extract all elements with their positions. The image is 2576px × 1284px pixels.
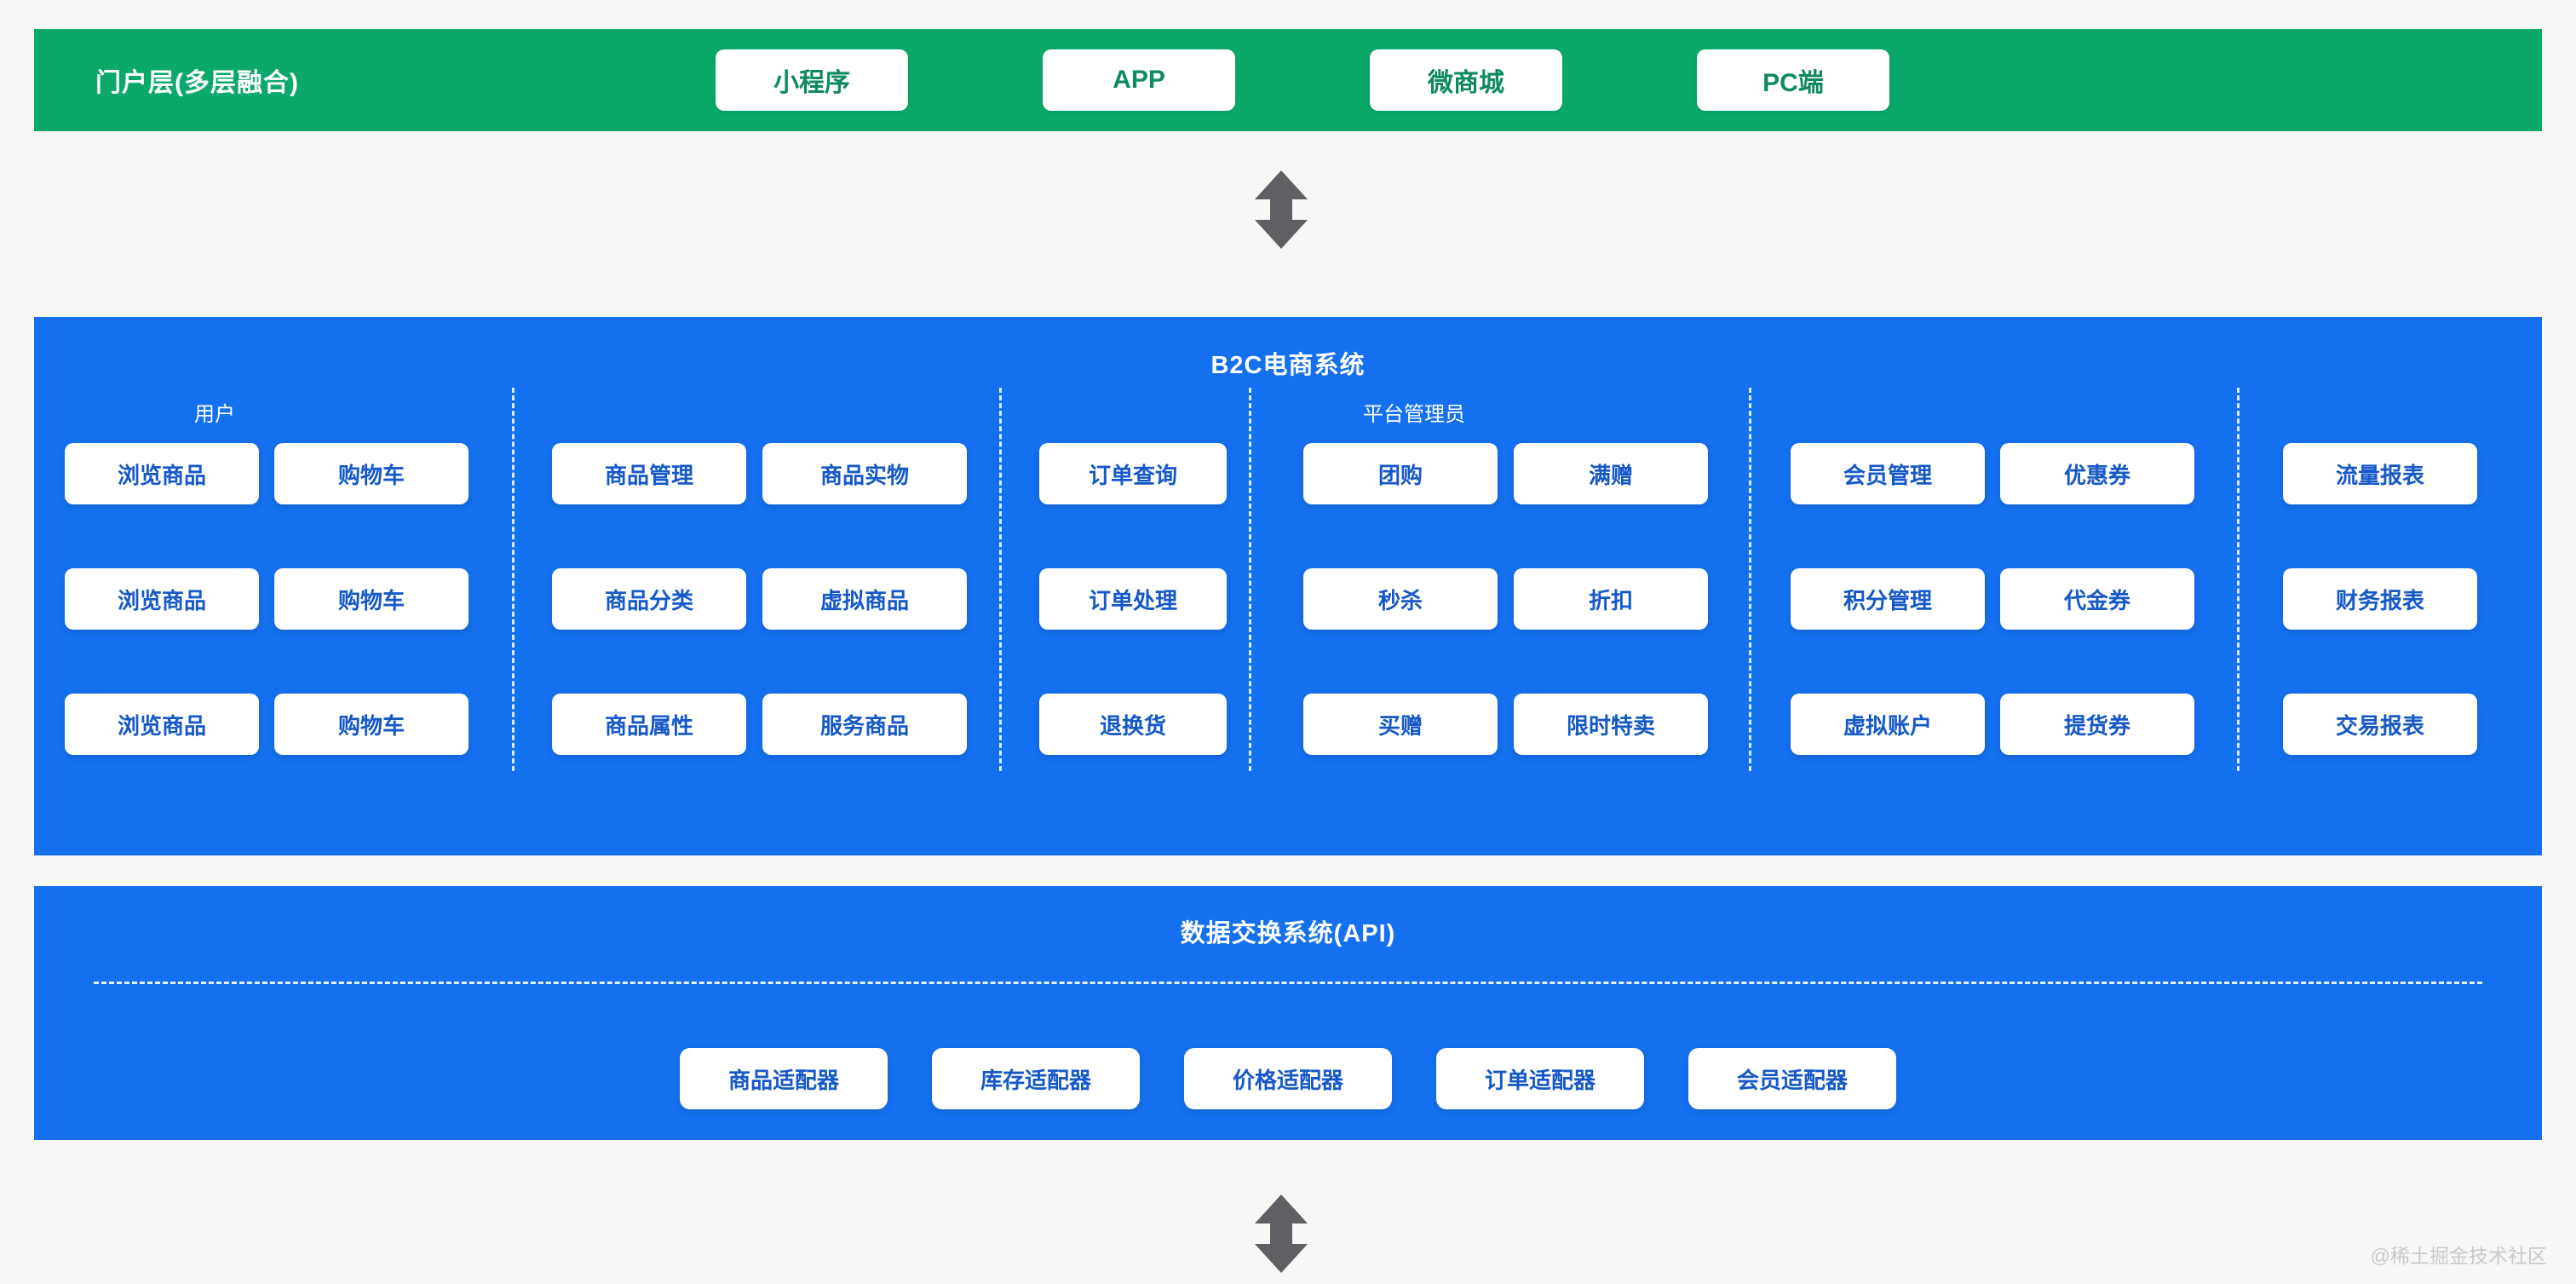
group-label-user: 用户 — [194, 403, 235, 426]
feature-card[interactable]: 浏览商品 — [65, 568, 259, 630]
adapter-group: 商品适配器 库存适配器 价格适配器 订单适配器 会员适配器 — [34, 1048, 2542, 1109]
feature-card[interactable]: 商品实物 — [762, 443, 967, 504]
column-separator — [2237, 388, 2240, 771]
adapter-card-inventory[interactable]: 库存适配器 — [932, 1048, 1140, 1109]
feature-card[interactable]: 退换货 — [1039, 694, 1227, 755]
group-label-platform-admin: 平台管理员 — [1363, 403, 1465, 426]
section-divider — [94, 982, 2482, 984]
column-separator — [512, 388, 515, 771]
feature-card[interactable]: 团购 — [1303, 443, 1498, 504]
adapter-card-member[interactable]: 会员适配器 — [1688, 1048, 1896, 1109]
portal-chip-group: 小程序 APP 微商城 PC端 — [716, 49, 1889, 111]
feature-card[interactable]: 交易报表 — [2283, 694, 2477, 755]
adapter-card-goods[interactable]: 商品适配器 — [680, 1048, 888, 1109]
feature-card[interactable]: 商品分类 — [552, 568, 746, 630]
feature-card[interactable]: 服务商品 — [762, 694, 967, 755]
feature-card[interactable]: 财务报表 — [2283, 568, 2477, 630]
feature-card[interactable]: 浏览商品 — [65, 443, 259, 504]
portal-chip-pc[interactable]: PC端 — [1697, 49, 1889, 111]
feature-card[interactable]: 买赠 — [1303, 694, 1498, 755]
feature-card[interactable]: 秒杀 — [1303, 568, 1498, 630]
watermark: @稀土掘金技术社区 — [2370, 1245, 2547, 1267]
column-separator — [1749, 388, 1751, 771]
feature-card[interactable]: 积分管理 — [1791, 568, 1985, 630]
feature-card[interactable]: 限时特卖 — [1514, 694, 1708, 755]
double-arrow-vertical-icon-bottom — [1251, 1193, 1311, 1275]
portal-layer-band: 门户层(多层融合) 小程序 APP 微商城 PC端 — [34, 29, 2542, 131]
column-separator — [999, 388, 1002, 771]
feature-card[interactable]: 订单查询 — [1039, 443, 1227, 504]
feature-card[interactable]: 满赠 — [1514, 443, 1708, 504]
feature-card[interactable]: 折扣 — [1514, 568, 1708, 630]
adapter-card-order[interactable]: 订单适配器 — [1436, 1048, 1644, 1109]
double-arrow-vertical-icon-top — [1251, 169, 1311, 250]
feature-card[interactable]: 代金券 — [2000, 568, 2194, 630]
feature-card[interactable]: 购物车 — [274, 694, 469, 755]
data-exchange-title: 数据交换系统(API) — [1180, 920, 1396, 947]
portal-layer-title: 门户层(多层融合) — [95, 69, 299, 97]
feature-card[interactable]: 虚拟账户 — [1791, 694, 1985, 755]
feature-card[interactable]: 虚拟商品 — [762, 568, 967, 630]
feature-card[interactable]: 浏览商品 — [65, 694, 259, 755]
feature-card[interactable]: 流量报表 — [2283, 443, 2477, 504]
feature-card[interactable]: 购物车 — [274, 568, 469, 630]
adapter-card-price[interactable]: 价格适配器 — [1184, 1048, 1392, 1109]
portal-chip-app[interactable]: APP — [1043, 49, 1235, 111]
feature-card[interactable]: 优惠券 — [2000, 443, 2194, 504]
portal-chip-miniprogram[interactable]: 小程序 — [716, 49, 908, 111]
b2c-system-title: B2C电商系统 — [1210, 352, 1366, 379]
feature-card[interactable]: 商品属性 — [552, 694, 746, 755]
feature-card[interactable]: 提货券 — [2000, 694, 2194, 755]
data-exchange-band: 数据交换系统(API) 商品适配器 库存适配器 价格适配器 订单适配器 会员适配… — [34, 886, 2542, 1140]
feature-card[interactable]: 会员管理 — [1791, 443, 1985, 504]
portal-chip-wechat-mall[interactable]: 微商城 — [1370, 49, 1562, 111]
feature-card[interactable]: 订单处理 — [1039, 568, 1227, 630]
feature-card[interactable]: 购物车 — [274, 443, 469, 504]
feature-card[interactable]: 商品管理 — [552, 443, 746, 504]
column-separator — [1249, 388, 1251, 771]
